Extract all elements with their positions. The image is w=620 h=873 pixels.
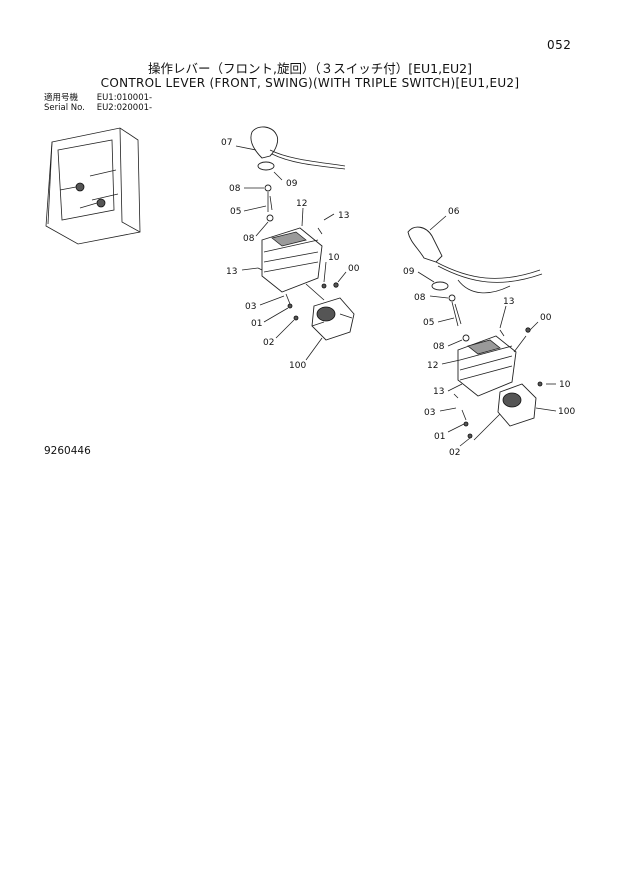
right-callouts: 06 09 08 13 05 00 08 12 13 10 03 100 01 … [403, 207, 575, 458]
callout-13: 13 [338, 211, 349, 221]
callout-12: 12 [427, 361, 438, 371]
title-english: CONTROL LEVER (FRONT, SWING)(WITH TRIPLE… [100, 76, 520, 90]
callout-03: 03 [245, 302, 256, 312]
serial-block: 適用号機 EU1:010001- Serial No. EU2:020001- [44, 93, 152, 113]
serial-label-jp: 適用号機 [44, 93, 79, 103]
callout-12: 12 [296, 199, 307, 209]
callout-06: 06 [448, 207, 460, 217]
left-callouts: 07 09 08 05 08 12 13 13 10 00 03 01 02 1… [221, 138, 360, 371]
title-japanese: 操作レバー（フロント,旋回）（３スイッチ付）[EU1,EU2] [148, 61, 472, 76]
callout-08: 08 [243, 234, 255, 244]
callout-01: 01 [434, 432, 445, 442]
serial-label-en: Serial No. [44, 103, 85, 113]
callout-13: 13 [226, 267, 237, 277]
callout-02: 02 [449, 448, 460, 458]
right-lever-assembly [407, 226, 543, 441]
serial-row-2: Serial No. EU2:020001- [44, 103, 152, 113]
document-number: 9260446 [44, 445, 91, 457]
callout-10: 10 [559, 380, 571, 390]
callout-01: 01 [251, 319, 262, 329]
callout-05: 05 [423, 318, 434, 328]
location-sketch [45, 127, 141, 245]
callout-13: 13 [433, 387, 444, 397]
callout-08: 08 [433, 342, 445, 352]
callout-13: 13 [503, 297, 514, 307]
serial-value-1: EU1:010001- [96, 93, 153, 103]
callout-08: 08 [229, 184, 241, 194]
callout-100: 100 [558, 407, 575, 417]
callout-08: 08 [414, 293, 426, 303]
callout-03: 03 [424, 408, 435, 418]
callout-09: 09 [403, 267, 415, 277]
callout-02: 02 [263, 338, 274, 348]
callout-09: 09 [286, 179, 298, 189]
left-lever-assembly [250, 126, 355, 341]
callout-10: 10 [328, 253, 340, 263]
callout-05: 05 [230, 207, 241, 217]
callout-00: 00 [540, 313, 552, 323]
serial-row-1: 適用号機 EU1:010001- [44, 93, 152, 103]
page-number: 052 [547, 38, 572, 52]
callout-100: 100 [289, 361, 306, 371]
callout-07: 07 [221, 138, 232, 148]
serial-value-2: EU2:020001- [96, 103, 153, 113]
callout-00: 00 [348, 264, 360, 274]
